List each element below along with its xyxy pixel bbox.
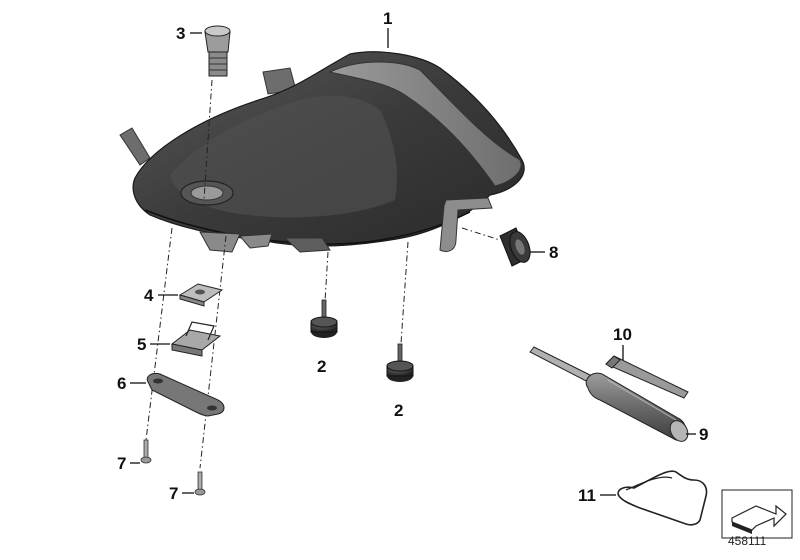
- lock-cylinder: [204, 25, 231, 77]
- bracket-upper: [178, 283, 224, 307]
- wire-clip: [617, 470, 708, 526]
- callout-lock-cylinder: 3: [176, 24, 185, 43]
- callout-grommet: 8: [549, 243, 558, 262]
- plate: [146, 373, 225, 417]
- callouts: 1 2 2 3 4 5 6 7 7 8 9 10 11: [117, 9, 708, 505]
- callout-screwdriver: 9: [699, 425, 708, 444]
- callout-knob-a: 2: [317, 357, 326, 376]
- knob-a: [310, 299, 338, 338]
- callout-knob-b: 2: [394, 401, 403, 420]
- grommet: [499, 227, 531, 267]
- knob-b: [386, 343, 414, 382]
- callout-screw-a: 7: [117, 454, 126, 473]
- screwdriver: [529, 346, 689, 442]
- seat: [119, 51, 525, 253]
- callout-bracket-upper: 4: [144, 286, 154, 305]
- callout-seat: 1: [383, 9, 392, 28]
- screw-b: [194, 471, 206, 496]
- diagram-number: 458111: [728, 534, 767, 548]
- callout-allen-key: 10: [613, 325, 632, 344]
- callout-wire-clip: 11: [578, 486, 596, 505]
- bracket-lower: [170, 321, 222, 357]
- callout-screw-b: 7: [169, 484, 178, 503]
- callout-bracket-lower: 5: [137, 335, 146, 354]
- leader-lines: [130, 28, 696, 496]
- allen-key: [605, 355, 689, 399]
- screw-a: [140, 439, 152, 464]
- view-direction-icon: [721, 489, 793, 539]
- callout-plate: 6: [117, 374, 126, 393]
